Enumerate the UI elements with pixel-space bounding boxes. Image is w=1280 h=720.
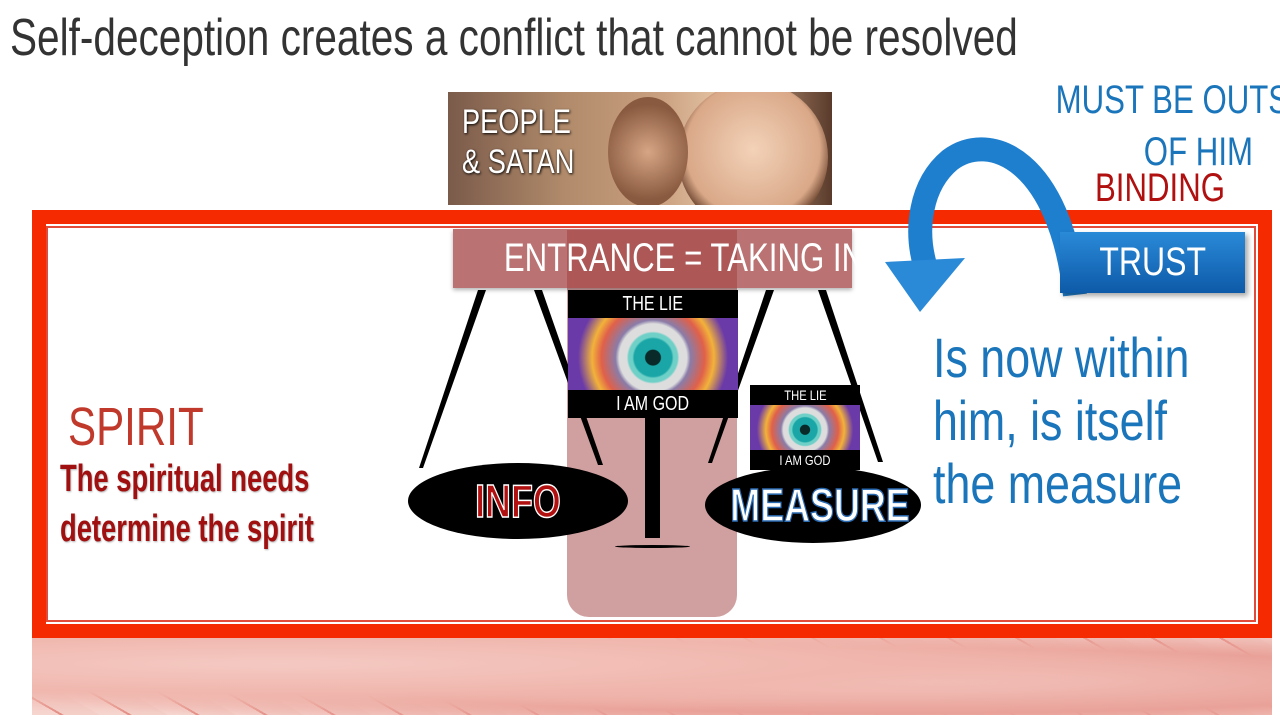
scale-base bbox=[615, 545, 690, 548]
scale-line bbox=[818, 290, 883, 462]
arrow-head bbox=[885, 258, 965, 312]
info-pan: INFO bbox=[408, 463, 628, 539]
scale-line bbox=[708, 290, 774, 463]
people-photo: PEOPLE & SATAN bbox=[448, 92, 832, 205]
eye-icon bbox=[750, 405, 860, 450]
within-text: Is now within him, is itself the measure bbox=[933, 326, 1190, 515]
the-lie-image-large: THE LIE I AM GOD bbox=[568, 290, 738, 418]
spirit-heading: SPIRIT bbox=[68, 397, 204, 457]
brain-texture-image bbox=[32, 630, 1272, 715]
frame-inner-border bbox=[46, 226, 1256, 622]
binding-text: BINDING bbox=[1095, 166, 1226, 210]
measure-pan: MEASURE bbox=[705, 467, 921, 543]
spiritual-needs-text: The spiritual needs determine the spirit bbox=[60, 458, 314, 550]
curved-arrow bbox=[908, 137, 1087, 297]
scale-stem bbox=[645, 418, 660, 538]
must-be-outside-text: MUST BE OUTSIDE OF HIM bbox=[1055, 78, 1280, 174]
trust-box: TRUST bbox=[1060, 232, 1245, 293]
photo-label: PEOPLE & SATAN bbox=[462, 103, 575, 181]
scale-line bbox=[419, 290, 486, 468]
entrance-banner: ENTRANCE = TAKING IN bbox=[453, 229, 864, 288]
slide-title: Self-deception creates a conflict that c… bbox=[10, 9, 1018, 67]
the-lie-image-small: THE LIE I AM GOD bbox=[750, 385, 860, 470]
eye-icon bbox=[568, 318, 738, 390]
